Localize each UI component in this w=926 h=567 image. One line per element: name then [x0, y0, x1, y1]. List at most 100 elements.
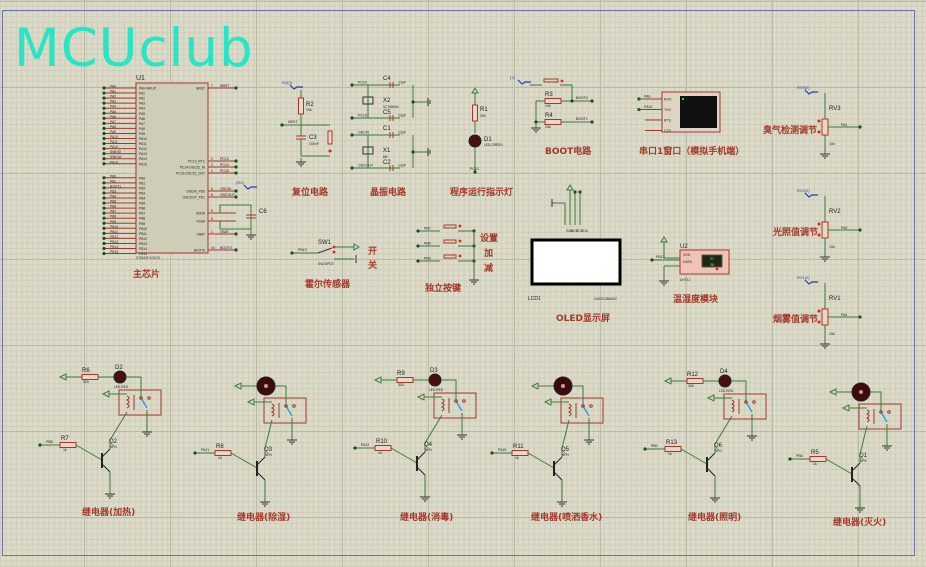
r3-resistor	[544, 98, 562, 104]
voltage-probe-icon	[804, 192, 818, 198]
pin-terminal-dot	[102, 241, 106, 246]
oled-pin-name: SDA	[581, 229, 589, 233]
load-led-value: LED-RED	[719, 389, 734, 393]
transistor-ref: Q3	[264, 447, 273, 453]
run-led-resistor	[472, 104, 478, 122]
net-label: PC13	[470, 167, 479, 171]
transistor-type: NPN	[715, 449, 722, 453]
sw1-ref: SW1	[318, 240, 332, 246]
load-resistor	[686, 378, 704, 384]
pin-terminal-dot	[102, 116, 106, 120]
relay-contact	[139, 396, 143, 400]
mcu-pin-name: VSSA	[196, 220, 206, 224]
wire	[561, 419, 570, 457]
d1-ref: D1	[484, 137, 492, 143]
mcu-net-label: BOOT1	[110, 184, 121, 188]
mcu-pin-name: VBAT	[197, 233, 205, 237]
boot-button	[543, 78, 559, 83]
mcu-pin-num: 8	[211, 217, 213, 221]
mcu-pin-num: 3	[211, 163, 213, 167]
oled-ref: LCD1	[528, 296, 541, 302]
r2-value: 10k	[306, 108, 312, 112]
load-resistor-value: 300	[83, 380, 89, 384]
mcu-net-label: PA15	[110, 160, 118, 164]
net-label: BOOT0	[576, 96, 588, 100]
pin-terminal-dot	[102, 121, 106, 125]
ground-icon	[296, 158, 306, 167]
base-resistor-ref: R5	[811, 450, 819, 456]
c3-value: 100nF	[309, 142, 319, 146]
relay-body	[263, 397, 307, 424]
pot-ref: RV2	[829, 209, 841, 215]
ground-icon	[820, 150, 830, 159]
mcu-pin-name: PA10	[139, 137, 147, 141]
fan-hub	[264, 384, 268, 388]
ground-icon	[820, 253, 830, 262]
net-label: PB9	[424, 257, 431, 261]
pin-terminal-dot	[234, 165, 238, 169]
junction-dot	[590, 99, 594, 103]
relay-body	[433, 392, 477, 419]
net-label: NRST	[288, 120, 298, 124]
load-led-value: LED-RED	[429, 388, 444, 392]
junction-dot	[350, 116, 354, 120]
mcu-net-label: PB6	[110, 205, 116, 209]
pot-pin	[817, 309, 821, 313]
pin-terminal-dot	[102, 131, 106, 136]
mcu-net-label: PA9	[110, 130, 116, 134]
load-led	[428, 373, 442, 387]
mcu-net-label: PA4	[110, 105, 116, 109]
wire	[731, 380, 747, 402]
mcu-net-label: PB0	[110, 174, 116, 178]
mcu-pin-num: 7	[211, 84, 213, 88]
r3-ref: R3	[545, 92, 553, 98]
load-resistor-ref: R9	[397, 371, 405, 377]
pin-terminal-dot	[234, 86, 238, 90]
pin-terminal-dot	[102, 126, 106, 130]
relay-coil-icon	[440, 398, 445, 412]
uart-cursor	[682, 98, 684, 100]
mcu-pin-name: PA14	[139, 157, 147, 161]
mcu-net-label: PA5	[110, 110, 116, 114]
potentiometer-rv3	[821, 118, 829, 136]
switch-blade	[317, 247, 333, 254]
net-label: PA4	[841, 313, 847, 317]
hall-label-on: 开	[368, 247, 378, 257]
relay-contact	[744, 400, 748, 404]
reset-title: 复位电路	[292, 188, 329, 198]
pot-value: 10k	[829, 245, 835, 249]
mcu-pin-name: PA9	[139, 132, 145, 136]
mcu-pin-name: PB11	[139, 232, 147, 236]
junction-dot	[416, 259, 420, 263]
mcu-pin-name: BOOT0	[194, 249, 205, 253]
load-led	[113, 370, 127, 384]
mcu-pin-name: PB7	[139, 212, 145, 216]
base-resistor-ref: R10	[376, 439, 388, 445]
terminal-arrow-icon	[828, 388, 837, 396]
pin-terminal-dot	[102, 152, 106, 156]
transistor-ref: Q1	[859, 453, 868, 459]
ground-icon	[710, 494, 720, 503]
mcu-net-label: PB15	[110, 250, 118, 254]
base-wire	[527, 452, 555, 469]
junction-dot	[570, 99, 574, 103]
base-resistor	[59, 442, 77, 448]
net-label: PB7	[424, 227, 431, 231]
relay-switch	[455, 400, 463, 412]
oled-title: OLED显示屏	[556, 314, 611, 324]
mcu-pin-name: PB4	[139, 197, 145, 201]
relay-switch	[745, 401, 753, 413]
base-resistor-value: 1k	[218, 456, 222, 460]
base-wire	[825, 458, 853, 475]
pin-terminal-dot	[234, 159, 238, 163]
fan-hub	[859, 390, 863, 394]
pin-terminal-dot	[102, 86, 106, 90]
probe-label: [?]	[510, 75, 514, 80]
base-resistor-ref: R13	[666, 440, 678, 446]
relay-title-fire: 继电器(灭火)	[833, 518, 887, 528]
mcu-net-label: PA3	[110, 100, 116, 104]
net-label: OSCOUT	[358, 164, 374, 168]
wire	[275, 385, 287, 406]
transistor-emitter	[553, 471, 563, 481]
base-resistor-ref: R11	[513, 444, 524, 450]
